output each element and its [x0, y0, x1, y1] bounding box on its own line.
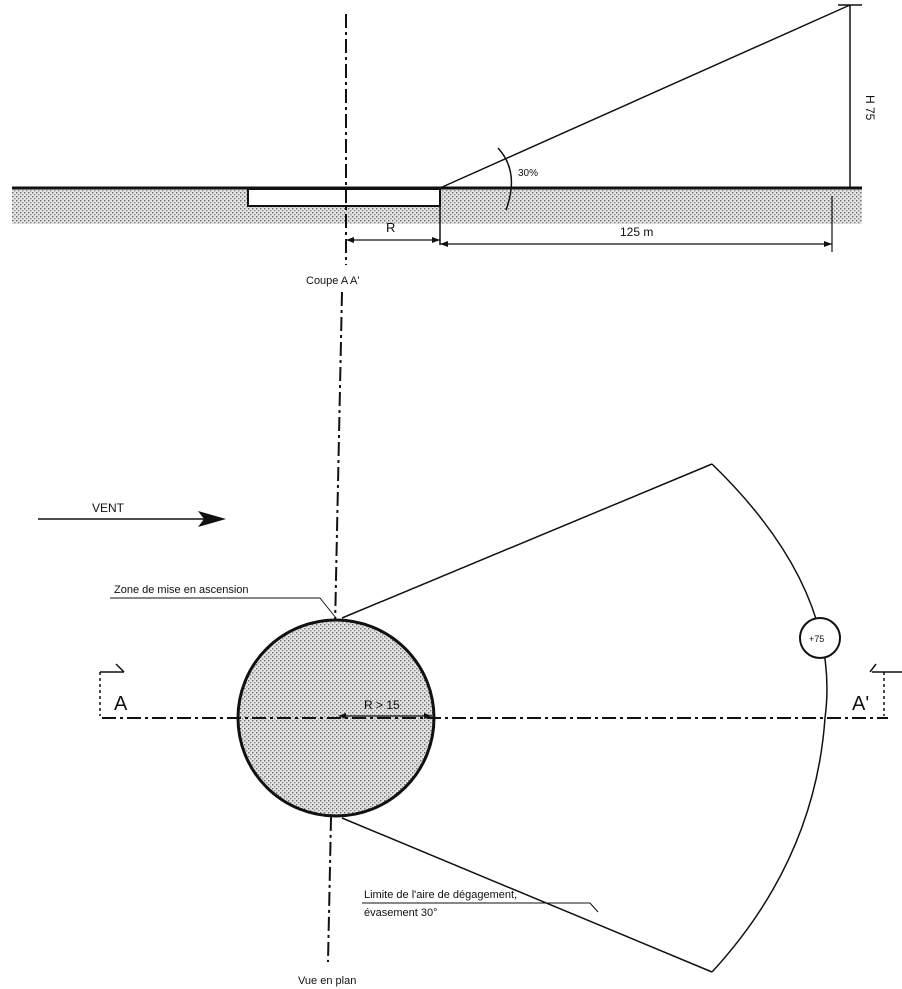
elevation-marker-label: +75 — [809, 634, 824, 644]
section-marker-a-prime — [869, 663, 902, 716]
distance-arrow-right — [824, 241, 832, 247]
plan-radius-center — [338, 713, 346, 719]
plan-caption: Vue en plan — [298, 975, 356, 987]
section-height-label: H 75 — [863, 95, 877, 121]
section-marker-a — [99, 663, 125, 716]
slope-angle-arc — [497, 147, 513, 211]
section-end-label: A' — [852, 693, 869, 715]
section-view: R 125 m H 75 30% Coupe A A' — [12, 4, 877, 287]
section-caption: Coupe A A' — [306, 275, 359, 287]
plan-radius-arrow — [424, 713, 432, 719]
distance-arrow-left — [440, 241, 448, 247]
takeoff-zone-leader-tip — [319, 597, 337, 619]
radius-arrow-left — [346, 237, 354, 243]
section-distance-label: 125 m — [620, 225, 653, 239]
section-radius-label: R — [386, 220, 395, 235]
takeoff-pit — [247, 188, 441, 207]
wind-label: VENT — [92, 501, 125, 515]
fan-outer-arc — [711, 463, 828, 973]
section-start-label: A — [114, 693, 128, 715]
clearance-limit-label-line2: évasement 30° — [364, 907, 438, 919]
plan-radius-label: R > 15 — [364, 698, 400, 712]
fan-lower-edge — [341, 817, 713, 973]
elevation-marker-circle — [799, 617, 841, 659]
slope-line — [439, 4, 851, 189]
fan-upper-edge — [341, 463, 713, 619]
clearance-limit-leader-tip — [589, 902, 599, 913]
clearance-limit-label-line1: Limite de l'aire de dégagement, — [364, 889, 517, 901]
plan-view: VENT Zone de mise en ascension R > 15 A … — [38, 291, 902, 987]
clearance-fan — [341, 463, 828, 973]
radius-arrow-right — [432, 237, 440, 243]
takeoff-zone-label: Zone de mise en ascension — [114, 584, 249, 596]
wind-arrow — [38, 511, 226, 527]
section-slope-label: 30% — [518, 168, 538, 179]
